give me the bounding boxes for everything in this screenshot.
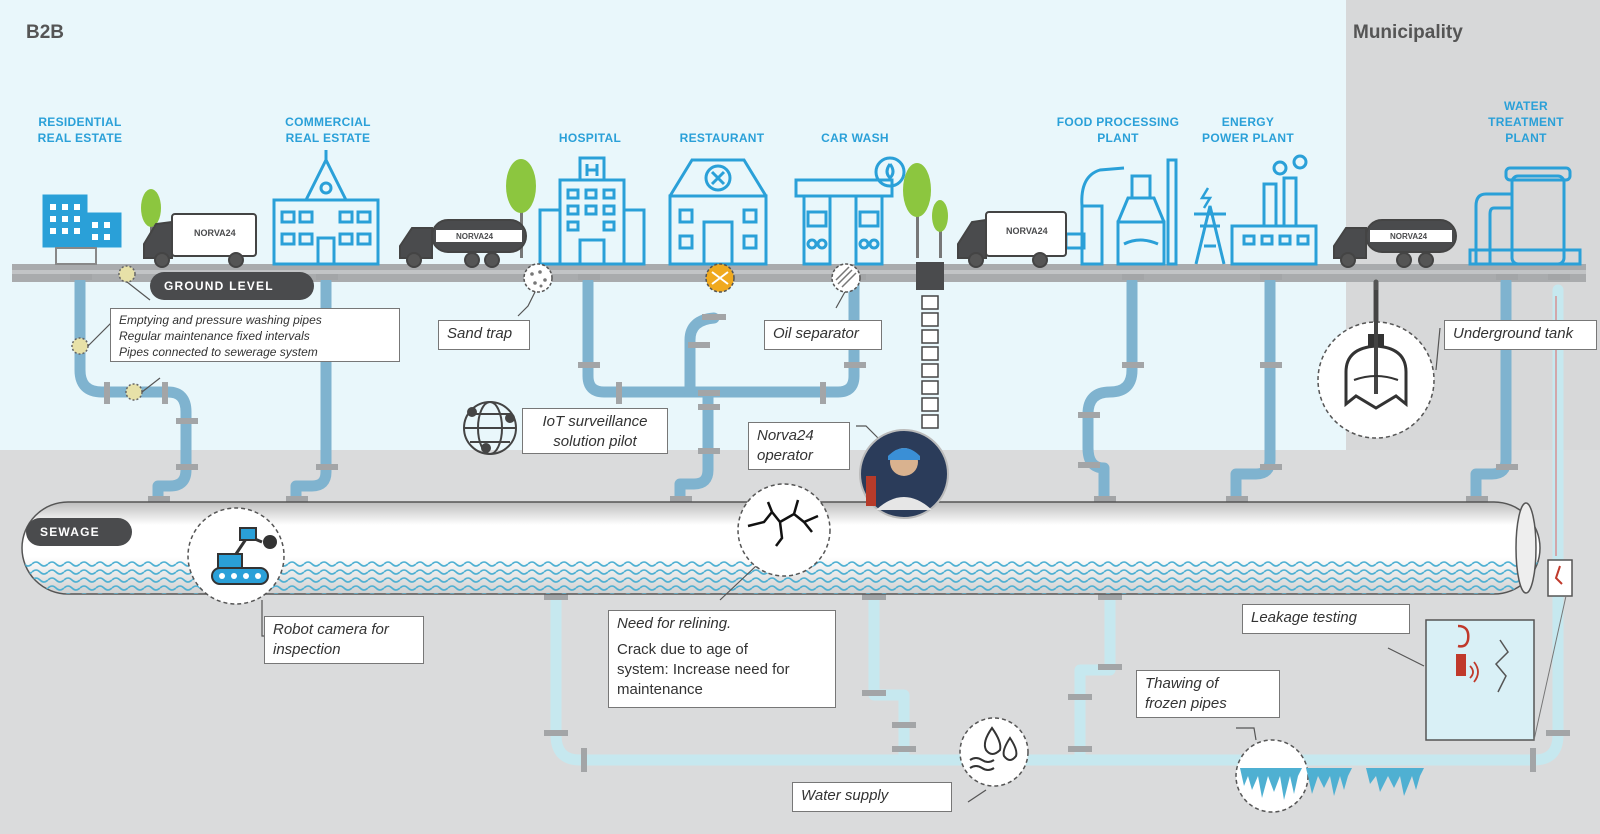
label-residential-line2: REAL ESTATE	[37, 131, 123, 145]
tanker-2	[1333, 219, 1457, 268]
label-water-line2: TREATMENT	[1488, 115, 1564, 129]
water-drops-icon	[959, 717, 1029, 787]
label-commercial-line2: REAL ESTATE	[285, 131, 371, 145]
label-energy-line2: POWER PLANT	[1202, 131, 1294, 145]
hospital-building-icon	[538, 156, 646, 266]
municipality-heading: Municipality	[1353, 22, 1463, 43]
tanker-2-logo: NORVA24	[1390, 232, 1428, 241]
label-food-processing: FOOD PROCESSING PLANT	[1048, 114, 1188, 146]
road-highlight	[12, 270, 1586, 274]
relining-body-line-1: Crack due to age of	[617, 641, 748, 658]
label-energy: ENERGY POWER PLANT	[1188, 114, 1308, 146]
underground-tank-callout: Underground tank	[1444, 320, 1597, 350]
label-water-treatment: WATER TREATMENT PLANT	[1466, 98, 1586, 146]
buildings	[42, 150, 1582, 266]
label-hospital: HOSPITAL	[558, 131, 622, 145]
leakage-testing-callout: Leakage testing	[1242, 604, 1410, 634]
label-car-wash: CAR WASH	[821, 131, 889, 145]
label-commercial-line1: COMMERCIAL	[285, 115, 371, 129]
underground-tank-icon	[1317, 290, 1435, 439]
car-wash-icon	[794, 156, 906, 266]
oil-separator-icon	[831, 263, 861, 293]
operator-photo	[859, 429, 949, 519]
van-2	[957, 211, 1067, 268]
food-processing-plant-icon	[1064, 158, 1178, 266]
pipe-joints	[70, 274, 1570, 772]
label-restaurant: RESTAURANT	[679, 131, 765, 145]
maintenance-shaft	[916, 262, 944, 429]
b2b-heading: B2B	[26, 22, 65, 43]
operator-line-2: operator	[757, 447, 813, 464]
thawing-callout: Thawing of frozen pipes	[1136, 670, 1280, 718]
operator-callout: Norva24 operator	[748, 422, 850, 470]
iot-callout: IoT surveillance solution pilot	[522, 408, 668, 454]
icicles-icon	[1235, 739, 1424, 813]
residential-building-icon	[42, 194, 122, 265]
label-energy-line1: ENERGY	[1221, 115, 1275, 129]
restaurant-trap-icon	[705, 263, 735, 293]
tanker-1-logo: NORVA24	[456, 232, 494, 241]
iot-line-1: IoT surveillance	[542, 413, 648, 430]
trees	[141, 159, 948, 258]
relining-body: Crack due to age of system: Increase nee…	[617, 640, 827, 700]
water-supply-callout: Water supply	[792, 782, 952, 812]
oil-separator-callout: Oil separator	[764, 320, 882, 350]
operator-line-1: Norva24	[757, 427, 814, 444]
service-line-1: Emptying and pressure washing pipes	[119, 313, 322, 327]
ground-level-badge: GROUND LEVEL	[150, 272, 314, 300]
thawing-line-2: frozen pipes	[1145, 695, 1227, 712]
robot-camera-icon	[187, 507, 285, 605]
label-food-line2: PLANT	[1097, 131, 1139, 145]
iot-line-2: solution pilot	[553, 433, 637, 450]
thawing-line-1: Thawing of	[1145, 675, 1219, 692]
van-1	[143, 213, 257, 268]
residential-services-callout: Emptying and pressure washing pipes Regu…	[110, 308, 400, 362]
label-residential: RESIDENTIAL REAL ESTATE	[20, 114, 140, 146]
relining-title: Need for relining.	[617, 615, 732, 632]
callout-leaders	[87, 281, 1441, 803]
label-food-line1: FOOD PROCESSING	[1056, 115, 1180, 129]
robot-line-2: inspection	[273, 641, 341, 658]
van-2-logo: NORVA24	[1006, 226, 1048, 236]
label-residential-line1: RESIDENTIAL	[38, 115, 122, 129]
label-commercial: COMMERCIAL REAL ESTATE	[268, 114, 388, 146]
commercial-building-icon	[272, 150, 380, 266]
energy-power-plant-icon	[1194, 154, 1318, 266]
relining-callout: Need for relining. Crack due to age of s…	[608, 610, 836, 708]
crack-icon	[737, 483, 831, 577]
tanker-1	[399, 219, 527, 268]
sand-trap-callout: Sand trap	[438, 320, 530, 350]
van-1-logo: NORVA24	[194, 228, 236, 238]
label-water-line1: WATER	[1504, 99, 1548, 113]
restaurant-building-icon	[668, 158, 768, 266]
sand-trap-icon	[523, 263, 553, 293]
relining-body-line-2: system: Increase need for	[617, 661, 790, 678]
service-line-3: Pipes connected to sewerage system	[119, 345, 318, 359]
leakage-test-icon	[1425, 296, 1573, 741]
vehicles	[143, 211, 1457, 268]
sewage-badge: SEWAGE	[26, 518, 132, 546]
relining-body-line-3: maintenance	[617, 681, 703, 698]
robot-line-1: Robot camera for	[273, 621, 389, 638]
water-treatment-plant-icon	[1468, 166, 1582, 266]
label-water-line3: PLANT	[1505, 131, 1547, 145]
service-line-2: Regular maintenance fixed intervals	[119, 329, 310, 343]
robot-camera-callout: Robot camera for inspection	[264, 616, 424, 664]
globe-network-icon	[463, 401, 517, 455]
